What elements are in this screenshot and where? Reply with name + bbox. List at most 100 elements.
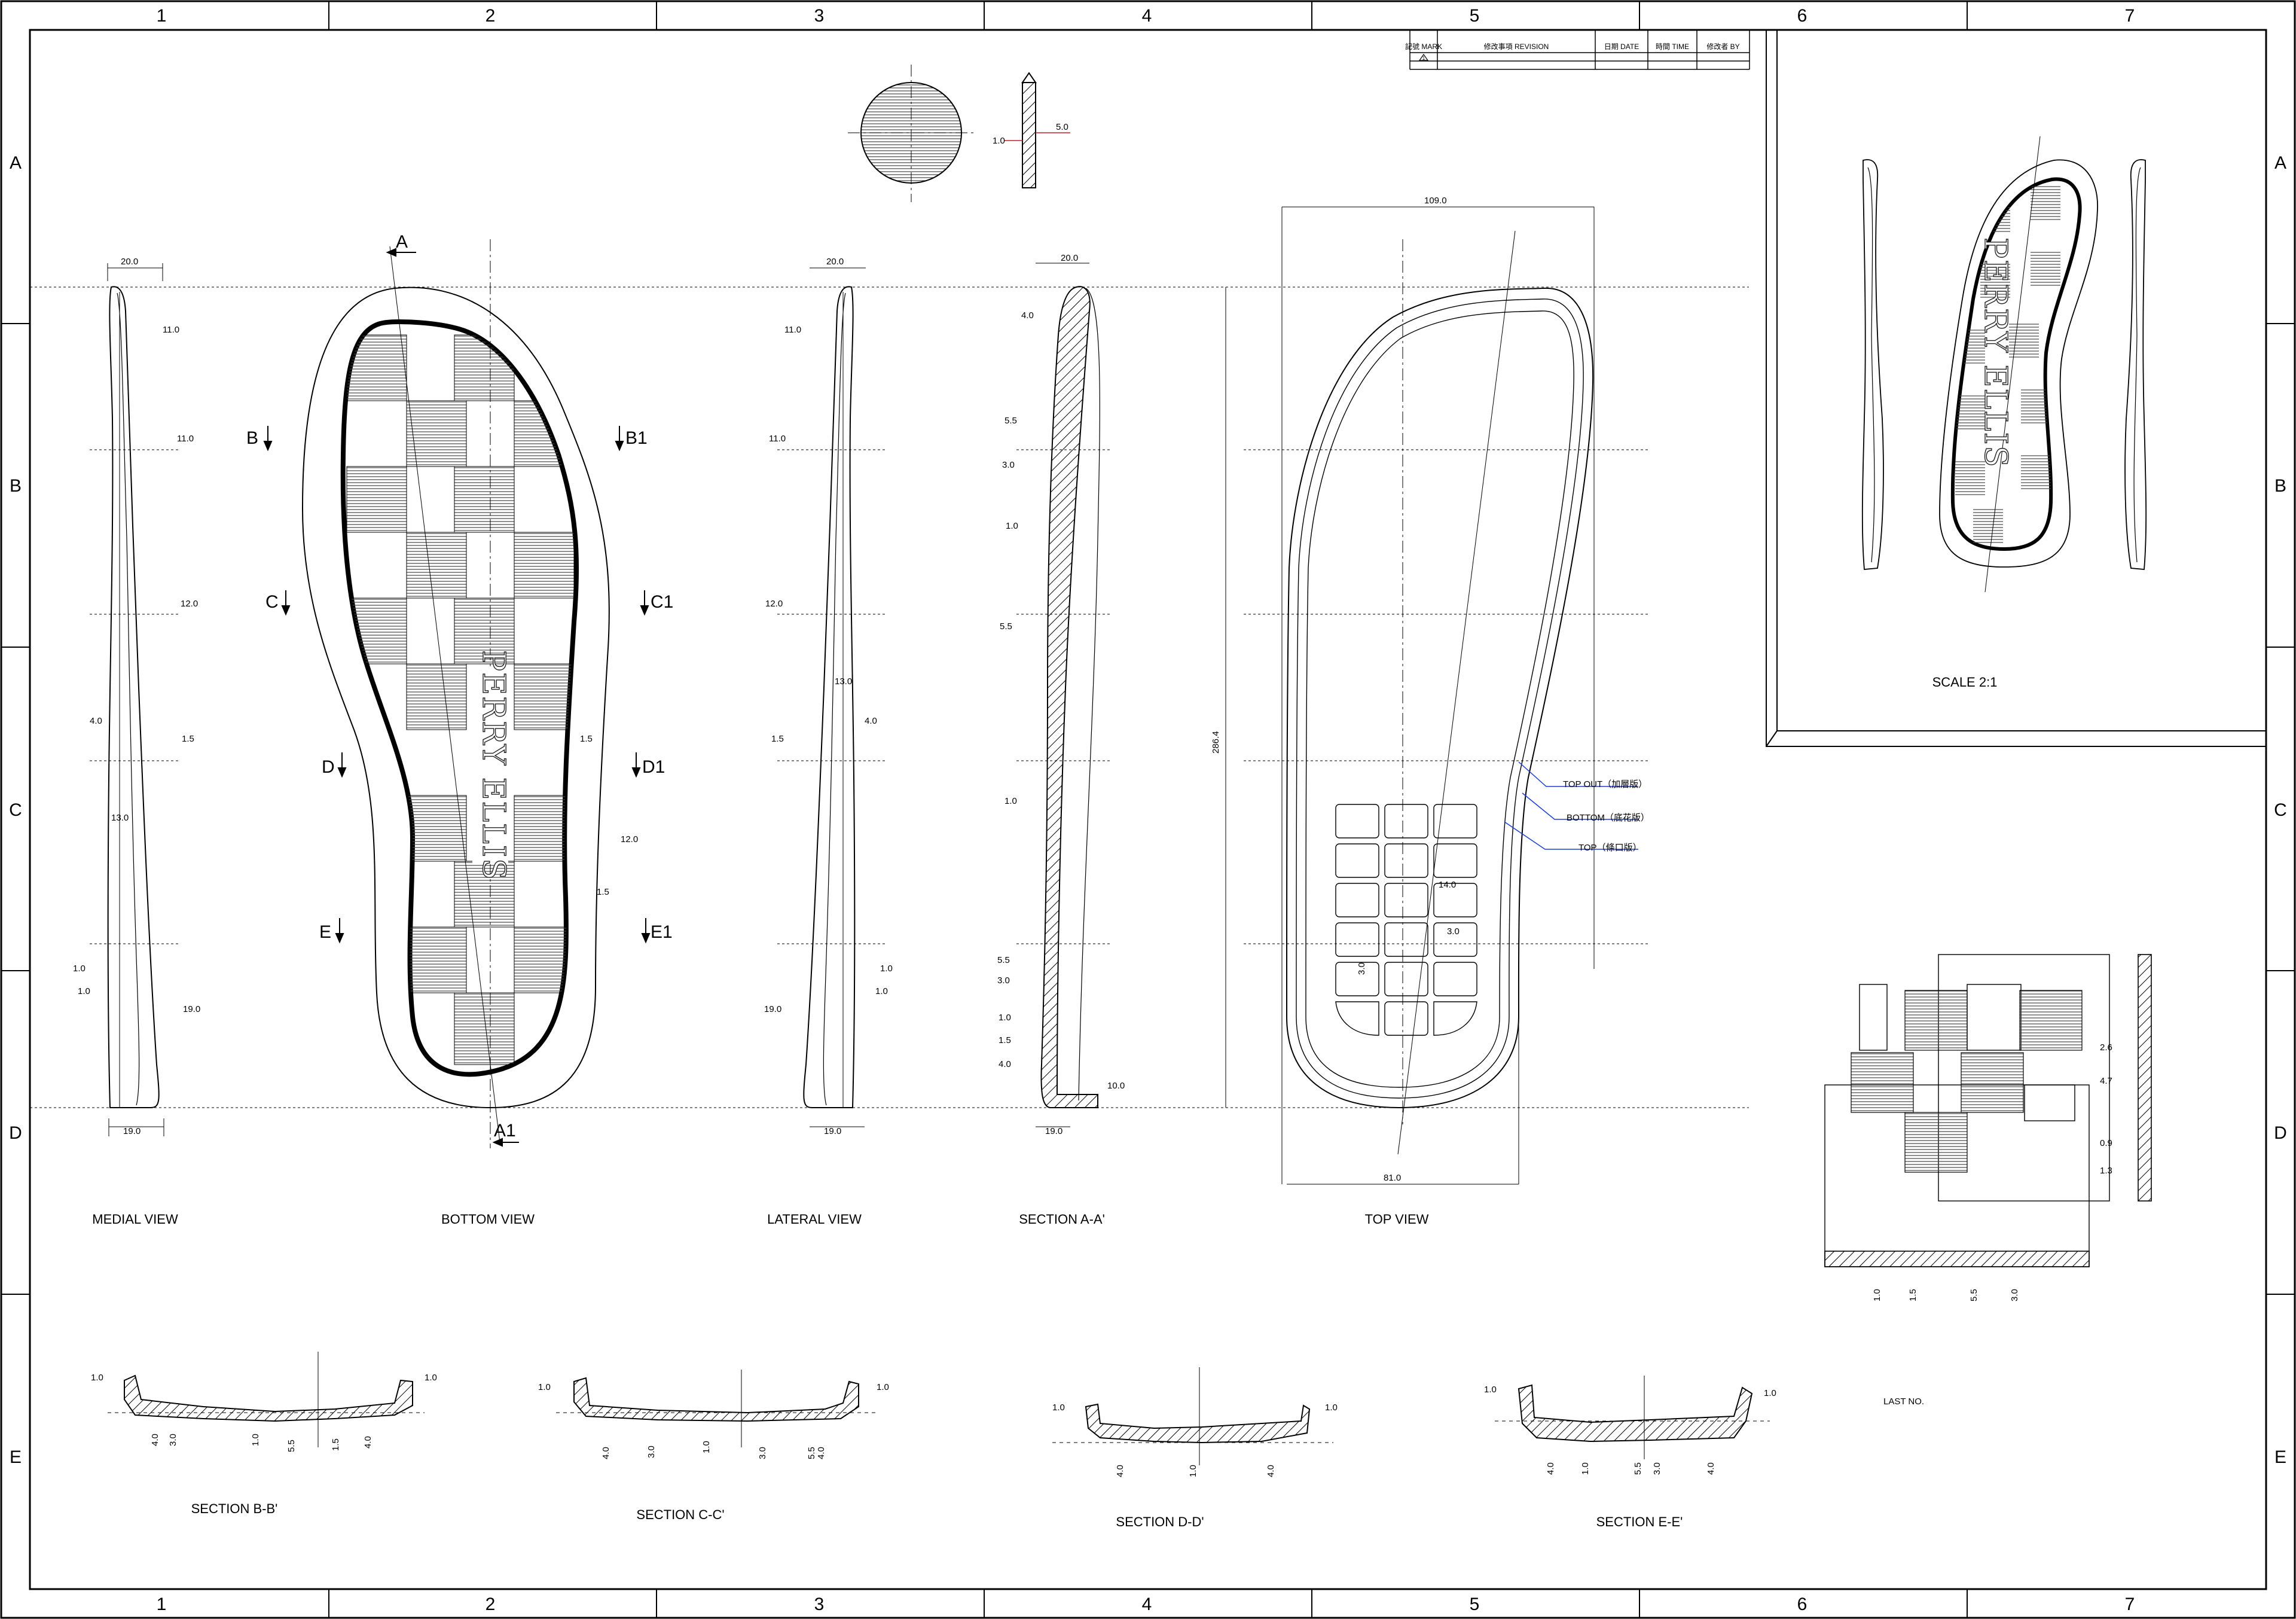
pattern-detail: 2.6 4.7 0.9 1.3 1.0 1.5 5.5 3.0 xyxy=(1824,954,2152,1301)
rev-by-header: 修改者 BY xyxy=(1706,42,1739,51)
bottom-sole-pattern xyxy=(346,334,575,1065)
dim-sa-3: 5.5 xyxy=(1004,416,1017,426)
scale-sole-logo: PERRY ELLIS xyxy=(1977,237,2013,468)
dim-lateral-1: 20.0 xyxy=(826,257,844,267)
dim-length: 286.4 xyxy=(1211,731,1221,754)
callout-top-out: TOP OUT（加層版） xyxy=(1563,779,1647,789)
bottom-view: PERRY ELLIS A A1 B B1 C C1 D D1 E E1 xyxy=(246,232,673,1227)
dim-medial-6: 1.5 xyxy=(182,734,194,744)
grid-row-c: C xyxy=(9,800,22,820)
dim-sd-1: 1.0 xyxy=(1052,1402,1065,1413)
dim-lateral-7: 4.0 xyxy=(865,716,877,726)
section-mark-c: C xyxy=(265,592,279,612)
grid-col-5: 5 xyxy=(1470,6,1480,26)
dim-se-5: 5.5 xyxy=(1633,1462,1643,1475)
dim-medial-11: 19.0 xyxy=(123,1126,141,1136)
lateral-view-caption: LATERAL VIEW xyxy=(767,1212,862,1227)
medial-view: 20.0 11.0 11.0 12.0 4.0 1.5 13.0 1.0 1.0… xyxy=(73,257,200,1227)
section-dd-caption: SECTION D-D' xyxy=(1116,1514,1204,1529)
dim-lateral-8: 1.0 xyxy=(880,964,893,974)
dim-sb-3: 4.0 xyxy=(150,1434,160,1446)
rev-revision-header: 修改事項 REVISION xyxy=(1484,42,1549,51)
dim-lateral-9: 1.0 xyxy=(875,986,888,996)
section-mark-d1: D1 xyxy=(642,757,665,777)
grid-col-1: 1 xyxy=(157,6,167,26)
dim-sc-4: 3.0 xyxy=(646,1446,657,1458)
dim-detail-4: 1.3 xyxy=(2100,1166,2112,1176)
dim-sb-5: 1.0 xyxy=(251,1434,261,1446)
dim-detail-5: 1.0 xyxy=(1872,1289,1882,1301)
rev-time-header: 時間 TIME xyxy=(1656,42,1689,51)
dim-lateral-5: 13.0 xyxy=(835,676,852,687)
grid-row-c-right: C xyxy=(2274,800,2287,820)
dim-sb-2: 1.0 xyxy=(425,1373,437,1383)
section-mark-c1: C1 xyxy=(651,592,673,612)
dim-medial-1: 20.0 xyxy=(121,257,138,267)
dim-medial-2: 11.0 xyxy=(163,325,179,335)
bottom-view-caption: BOTTOM VIEW xyxy=(441,1212,535,1227)
dim-se-4: 1.0 xyxy=(1580,1462,1590,1475)
grid-col-5-bottom: 5 xyxy=(1470,1594,1480,1614)
dim-se-6: 3.0 xyxy=(1652,1462,1662,1475)
last-number-label: LAST NO. xyxy=(1883,1397,1924,1407)
dim-detail-2: 4.7 xyxy=(2100,1076,2112,1086)
grid-row-a: A xyxy=(10,153,22,173)
dim-sa-2: 4.0 xyxy=(1021,310,1034,321)
grid-col-2: 2 xyxy=(486,6,496,26)
dim-grid-1: 14.0 xyxy=(1439,880,1456,890)
dim-sc-7: 5.5 xyxy=(807,1447,817,1459)
scale-caption: SCALE 2:1 xyxy=(1932,675,1998,690)
dim-sd-4: 1.0 xyxy=(1188,1465,1198,1477)
section-mark-a: A xyxy=(396,232,408,252)
dim-grid-2: 3.0 xyxy=(1447,926,1460,937)
grid-row-b-right: B xyxy=(2274,476,2286,496)
dim-medial-8: 1.0 xyxy=(73,964,86,974)
dim-sc-3: 4.0 xyxy=(601,1447,611,1459)
section-aa-view: 20.0 4.0 5.5 3.0 1.0 5.5 1.0 5.5 3.0 1.0… xyxy=(997,253,1226,1227)
dim-sb-4: 3.0 xyxy=(168,1434,178,1446)
section-bb-caption: SECTION B-B' xyxy=(191,1501,278,1516)
dim-sb-8: 4.0 xyxy=(363,1436,373,1449)
dim-sa-10: 1.0 xyxy=(999,1013,1011,1023)
dim-sb-7: 1.5 xyxy=(331,1438,341,1451)
grid-col-4-bottom: 4 xyxy=(1142,1594,1152,1614)
top-view: TOP OUT（加層版） BOTTOM（底花版） TOP（條口版） 109.0 … xyxy=(1281,196,1650,1227)
dim-se-1: 1.0 xyxy=(1484,1385,1497,1395)
rev-mark-header: 記號 MARK xyxy=(1405,42,1442,51)
dim-sa-7: 1.0 xyxy=(1004,796,1017,806)
section-ee-caption: SECTION E-E' xyxy=(1596,1514,1683,1529)
layer-callouts xyxy=(1504,761,1638,850)
dim-detail-7: 5.5 xyxy=(1969,1289,1979,1301)
dim-sa-11: 1.5 xyxy=(999,1035,1011,1045)
dim-se-3: 4.0 xyxy=(1546,1462,1556,1475)
reference-lines xyxy=(30,286,1749,1108)
dim-sc-6: 3.0 xyxy=(758,1447,768,1459)
dim-sc-8: 4.0 xyxy=(816,1447,826,1459)
dim-sa-9: 3.0 xyxy=(997,975,1010,986)
dim-sc-2: 1.0 xyxy=(877,1382,889,1392)
dim-sd-3: 4.0 xyxy=(1115,1465,1125,1477)
dim-medial-10: 19.0 xyxy=(183,1004,200,1014)
dim-se-7: 4.0 xyxy=(1706,1462,1716,1475)
dim-medial-9: 1.0 xyxy=(78,986,90,996)
dim-detail-3: 0.9 xyxy=(2100,1138,2112,1148)
section-dd-view: 1.0 1.0 4.0 1.0 4.0 SECTION D-D' xyxy=(1052,1367,1338,1529)
dim-grid-3: 3.0 xyxy=(1357,962,1367,975)
section-mark-e: E xyxy=(319,922,331,942)
top-view-caption: TOP VIEW xyxy=(1365,1212,1429,1227)
grid-row-d-right: D xyxy=(2274,1123,2287,1143)
dim-sa-4: 3.0 xyxy=(1002,460,1015,470)
section-mark-e1: E1 xyxy=(651,922,673,942)
rev-entry-mark: 1 xyxy=(1422,56,1425,61)
grid-row-d: D xyxy=(9,1123,22,1143)
dim-lateral-4: 12.0 xyxy=(765,599,783,609)
dim-sb-1: 1.0 xyxy=(91,1373,103,1383)
grid-column-labels-bottom: 1 2 3 4 5 6 7 xyxy=(157,1594,2135,1614)
dim-detail-8: 3.0 xyxy=(2010,1289,2020,1301)
section-mark-a1: A1 xyxy=(494,1121,516,1141)
section-aa-caption: SECTION A-A' xyxy=(1019,1212,1105,1227)
grid-row-a-right: A xyxy=(2274,153,2286,173)
top-detail-circle: 1.0 5.0 xyxy=(848,65,1070,202)
